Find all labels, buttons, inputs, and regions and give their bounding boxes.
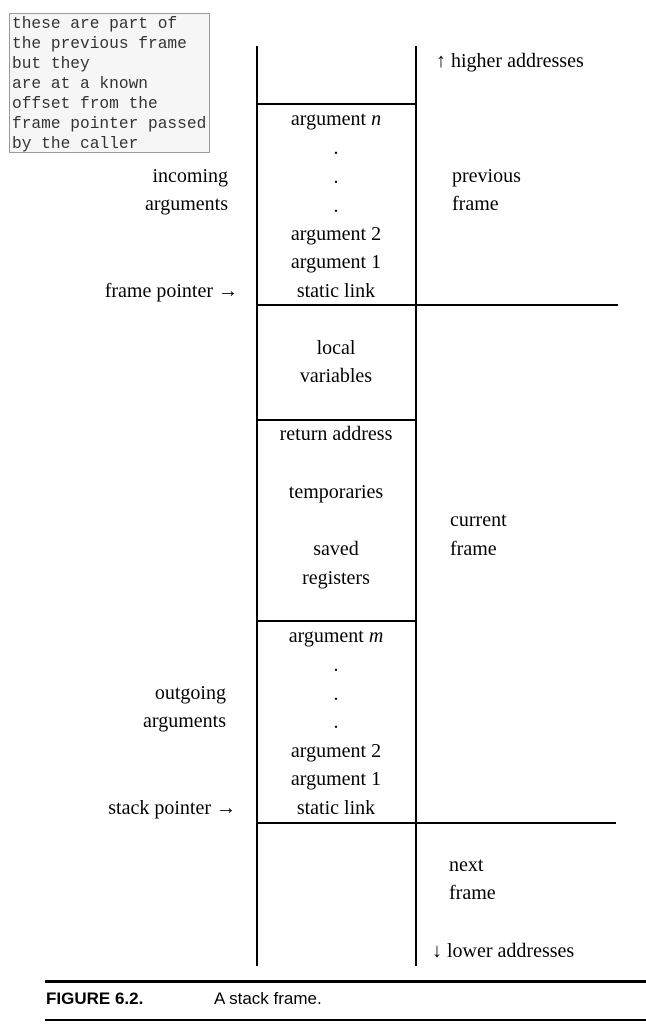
next-frame-label-line: frame (449, 882, 496, 904)
divider-current-frame-bottom (257, 822, 616, 824)
temporaries: temporaries (288, 481, 384, 503)
caption-rule-top (45, 980, 646, 983)
incoming-arguments-label-line: arguments (145, 193, 228, 215)
note-line: but they (12, 55, 90, 73)
outgoing-static-link: static link (296, 797, 376, 819)
incoming-argument-2: argument 2 (290, 223, 382, 245)
locals-line: variables (299, 365, 373, 387)
stack-left-border (256, 46, 258, 966)
incoming-dot: . (333, 166, 339, 188)
divider-previous-frame-bottom (257, 304, 618, 306)
note-line: offset from the (12, 95, 158, 113)
incoming-arguments-label-line: incoming (152, 165, 228, 187)
frame-pointer-label: frame pointer → (104, 280, 238, 302)
divider-saved-bottom (257, 620, 416, 622)
note-line: are at a known (12, 75, 148, 93)
stack-pointer-label: stack pointer → (108, 797, 236, 819)
note-line: the previous frame (12, 35, 187, 53)
incoming-dot: . (333, 195, 339, 217)
previous-frame-label-line: frame (452, 193, 499, 215)
incoming-dot: . (333, 137, 339, 159)
return-address: return address (279, 423, 393, 445)
lower-addresses-label: ↓ lower addresses (432, 940, 575, 962)
outgoing-dot: . (333, 683, 339, 705)
previous-frame-label-line: previous (452, 165, 521, 187)
outgoing-argument-2: argument 2 (290, 740, 382, 762)
outgoing-arguments-label-line: outgoing (154, 682, 226, 704)
note-line: these are part of (12, 15, 178, 33)
outgoing-dot: . (333, 711, 339, 733)
divider-locals-bottom (257, 419, 416, 421)
next-frame-label-line: next (449, 854, 484, 876)
saved-registers-line: saved (313, 538, 359, 560)
note-line: by the caller (12, 135, 139, 153)
current-frame-label-line: current (450, 509, 507, 531)
locals-line: local (316, 337, 356, 359)
outgoing-arguments-label-line: arguments (143, 710, 226, 732)
figure-caption: A stack frame. (214, 989, 322, 1008)
figure-label: FIGURE 6.2. (46, 989, 144, 1008)
outgoing-argument-m: argument m (288, 625, 384, 647)
higher-addresses-label: ↑ higher addresses (436, 50, 584, 72)
outgoing-dot: . (333, 654, 339, 676)
incoming-argument-n: argument n (290, 108, 382, 130)
divider-top-incoming (257, 103, 416, 105)
current-frame-label-line: frame (450, 538, 497, 560)
incoming-static-link: static link (296, 280, 376, 302)
incoming-argument-1: argument 1 (290, 251, 382, 273)
outgoing-argument-1: argument 1 (290, 768, 382, 790)
note-line: frame pointer passed (12, 115, 207, 133)
caption-rule-bottom (45, 1019, 646, 1021)
saved-registers-line: registers (302, 567, 370, 589)
stack-right-border (415, 46, 417, 966)
annotation-note: these are part of the previous frame but… (9, 13, 210, 153)
